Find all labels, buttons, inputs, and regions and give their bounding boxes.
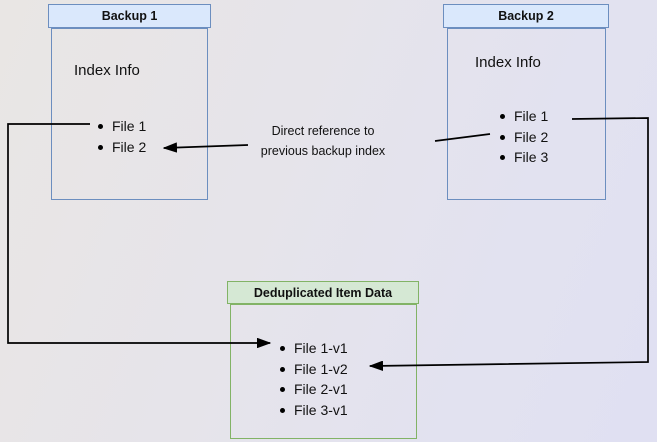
backup1-body: [51, 28, 208, 200]
dedup-file1v1-label: File 1-v1: [294, 340, 348, 357]
dedup-title: Deduplicated Item Data: [253, 285, 393, 300]
backup1-file-list: File 1 File 2: [95, 116, 146, 157]
backup1-index-info-label: Index Info: [74, 62, 140, 79]
list-item: File 1: [95, 116, 146, 137]
backup2-file2-label: File 2: [514, 128, 549, 145]
list-item: File 1-v1: [277, 338, 348, 359]
bullet-icon: [98, 124, 103, 130]
annotation-label: Direct reference to previous backup inde…: [238, 122, 408, 161]
backup2-file1-label: File 1: [514, 108, 549, 125]
backup2-header: Backup 2: [443, 4, 609, 28]
backup2-index-info-label: Index Info: [475, 54, 541, 71]
bullet-icon: [500, 114, 505, 120]
list-item: File 1-v2: [277, 359, 348, 380]
dedup-file2v1-label: File 2-v1: [294, 381, 348, 398]
backup2-file3-label: File 3: [514, 149, 549, 166]
list-item: File 2: [497, 127, 548, 148]
list-item: File 3-v1: [277, 400, 348, 421]
annotation-line2: previous backup index: [260, 143, 386, 158]
bullet-icon: [280, 346, 285, 352]
list-item: File 2-v1: [277, 379, 348, 400]
backup1-title: Backup 1: [101, 9, 158, 23]
bullet-icon: [280, 387, 285, 393]
bullet-icon: [280, 407, 285, 413]
dedup-file-list: File 1-v1 File 1-v2 File 2-v1 File 3-v1: [277, 338, 348, 420]
annotation-line1: Direct reference to: [271, 124, 375, 138]
backup1-file1-label: File 1: [112, 118, 147, 135]
list-item: File 1: [497, 106, 548, 127]
backup2-file-list: File 1 File 2 File 3: [497, 106, 548, 168]
list-item: File 3: [497, 147, 548, 168]
bullet-icon: [280, 366, 285, 372]
bullet-icon: [500, 155, 505, 161]
dedup-file1v2-label: File 1-v2: [294, 360, 348, 377]
list-item: File 2: [95, 137, 146, 158]
bullet-icon: [98, 144, 103, 150]
backup1-header: Backup 1: [48, 4, 211, 28]
bullet-icon: [500, 134, 505, 140]
dedup-body: [230, 304, 417, 439]
dedup-header: Deduplicated Item Data: [227, 281, 419, 304]
backup2-title: Backup 2: [498, 9, 554, 23]
dedup-file3v1-label: File 3-v1: [294, 401, 348, 418]
backup1-file2-label: File 2: [112, 138, 147, 155]
